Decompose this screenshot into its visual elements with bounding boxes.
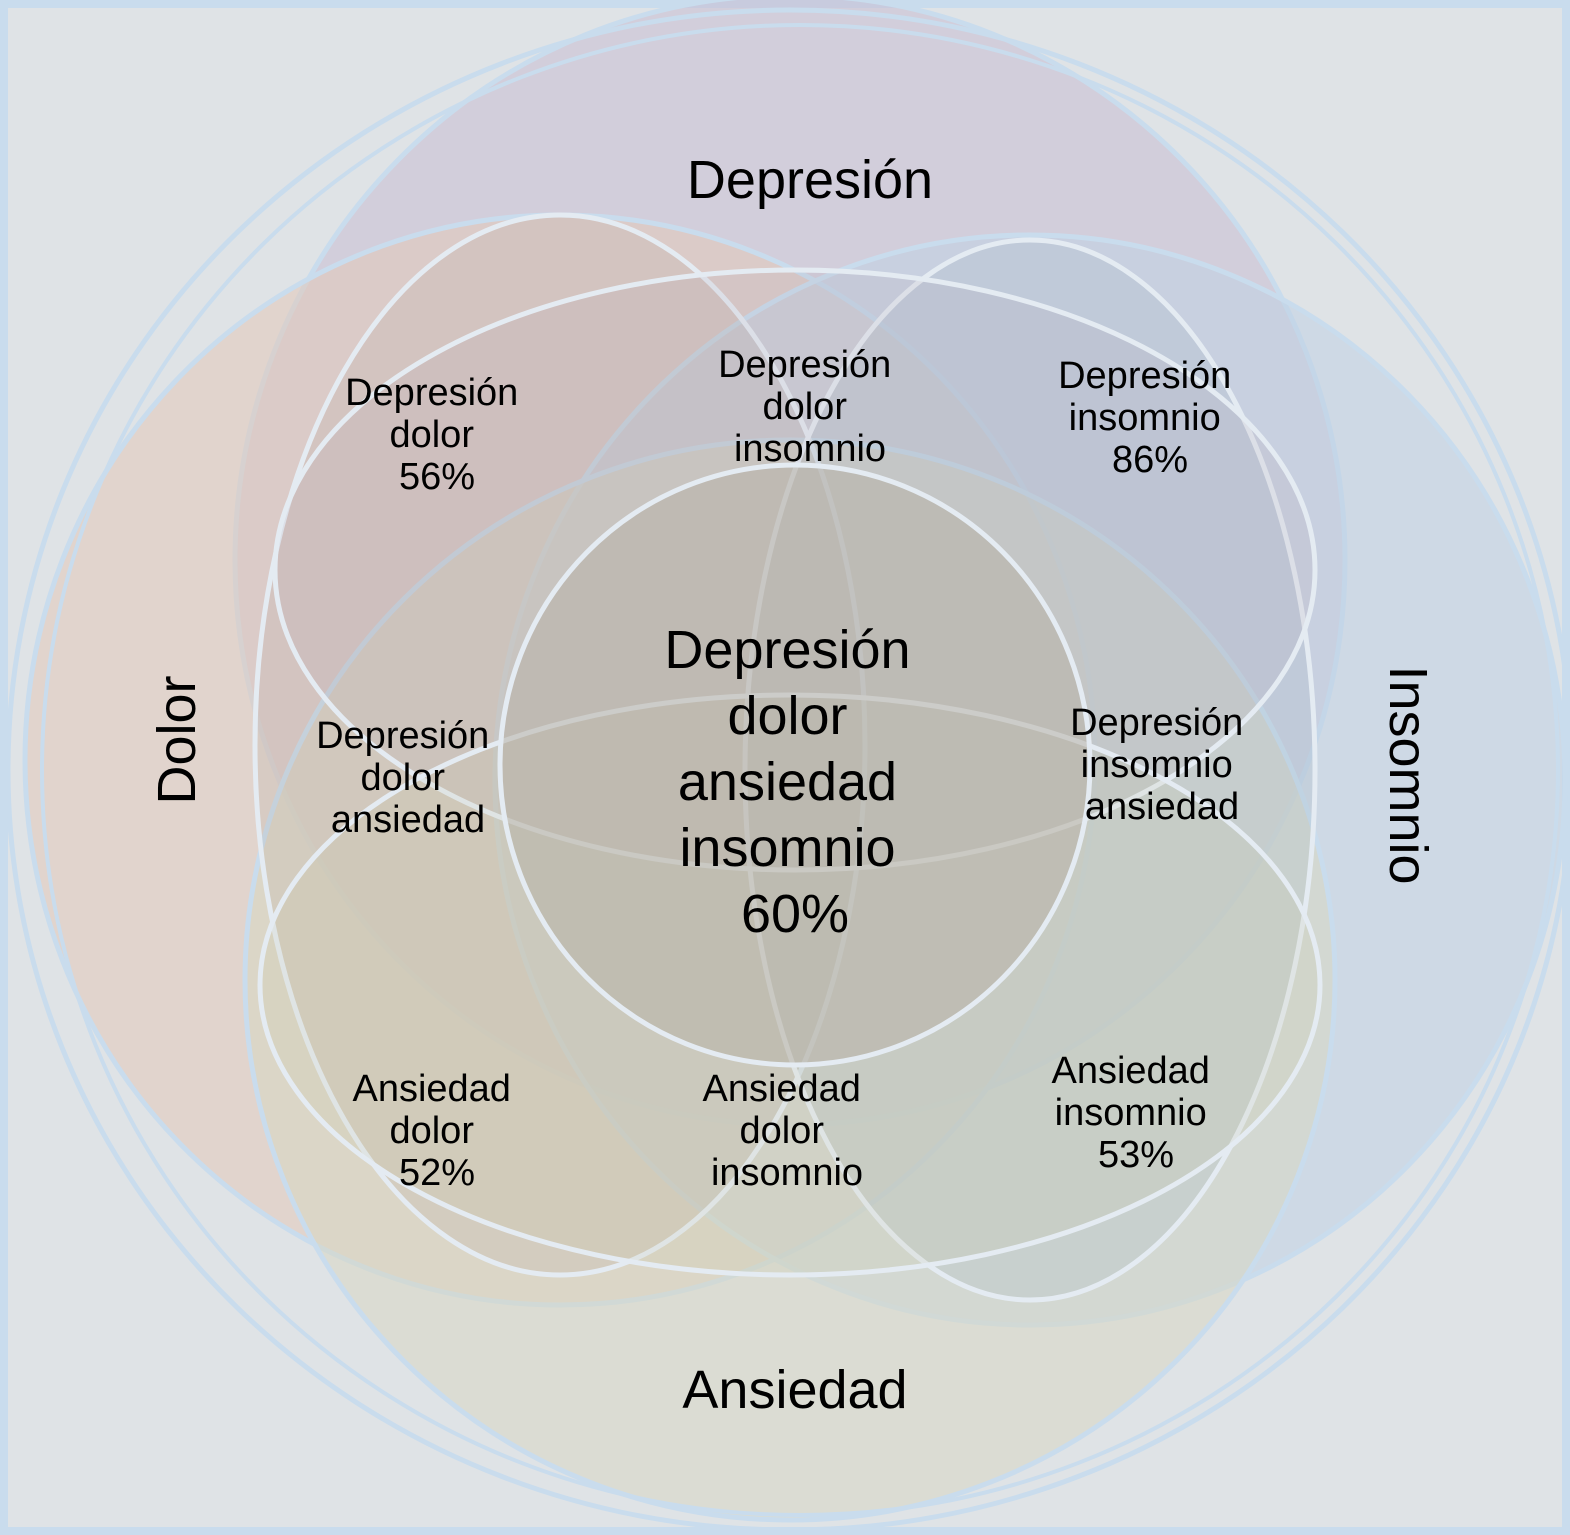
label-insomnio: Insomnio	[1378, 665, 1438, 884]
region-depresion-dolor-insomnio: Depresión dolor insomnio	[718, 344, 902, 470]
region-depresion-dolor: Depresión dolor 56%	[345, 372, 529, 498]
label-depresion: Depresión	[687, 150, 933, 210]
center-region	[497, 462, 1093, 1068]
label-ansiedad: Ansiedad	[682, 1360, 907, 1420]
region-ansiedad-dolor-insomnio: Ansiedad dolor insomnio	[702, 1068, 871, 1194]
region-depresion-dolor-ansiedad: Depresión dolor ansiedad	[316, 715, 500, 841]
outline-outer-left	[5, 7, 1570, 1533]
outline-outer-right	[40, 23, 1560, 1517]
region-depresion-insomnio-ansiedad: Depresión insomnio ansiedad	[1070, 702, 1254, 828]
region-ansiedad-insomnio: Ansiedad insomnio 53%	[1051, 1050, 1220, 1176]
region-center: Depresión dolor ansiedad insomnio 60%	[664, 620, 925, 944]
region-depresion-insomnio: Depresión insomnio 86%	[1058, 355, 1242, 481]
label-dolor: Dolor	[147, 675, 207, 804]
region-ansiedad-dolor: Ansiedad dolor 52%	[352, 1068, 521, 1194]
